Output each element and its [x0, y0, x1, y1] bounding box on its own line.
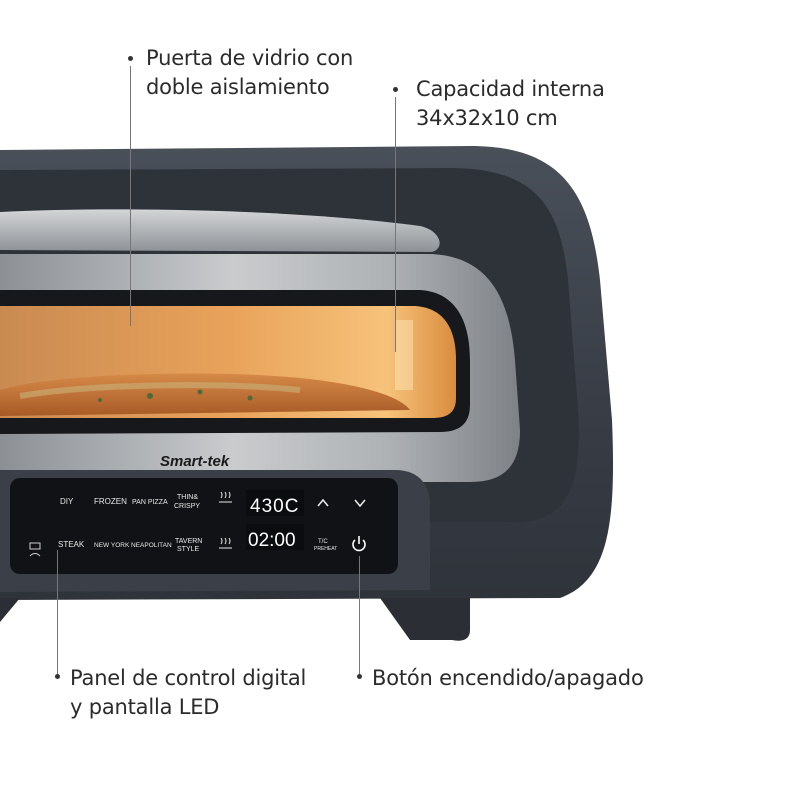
- program-neapolitan[interactable]: NEAPOLITAN: [131, 542, 172, 549]
- pizza: [0, 373, 410, 416]
- brand-logo: Smart-tek: [160, 453, 230, 470]
- light-icon[interactable]: [29, 542, 41, 557]
- preheat-label-top[interactable]: T/C: [318, 539, 328, 545]
- oven-leg-right: [380, 598, 470, 641]
- control-panel: [10, 478, 398, 574]
- callout-panel-line1: Panel de control digital: [70, 666, 307, 690]
- time-display: 02:00: [248, 530, 296, 551]
- heat-waves-icon[interactable]: [219, 537, 232, 549]
- callout-power-line1: Botón encendido/apagado: [372, 666, 644, 690]
- time-display-bg: [246, 524, 304, 550]
- program-tavern-style-1[interactable]: TAVERN: [175, 538, 202, 545]
- callout-capacity-line1: Capacidad interna: [416, 77, 605, 101]
- program-pan-pizza[interactable]: PAN PIZZA: [132, 499, 168, 506]
- temperature-display: 430C: [250, 496, 299, 517]
- power-icon[interactable]: [352, 536, 366, 552]
- callout-dot-door: [128, 56, 133, 61]
- program-diy[interactable]: DIY: [60, 497, 74, 506]
- temperature-display-bg: [246, 490, 304, 516]
- oven-leg-left: [0, 598, 20, 622]
- callout-door-line2: doble aislamiento: [146, 75, 330, 99]
- callout-power: Botón encendido/apagado: [372, 664, 644, 693]
- callout-line-panel: [57, 550, 58, 674]
- callout-dot-power: [357, 674, 362, 679]
- program-thin-crispy-2[interactable]: CRISPY: [174, 503, 200, 510]
- callout-line-door: [130, 66, 131, 326]
- heat-waves-icon[interactable]: [219, 491, 232, 503]
- program-tavern-style-2[interactable]: STYLE: [177, 546, 200, 553]
- chevron-up-icon[interactable]: [317, 498, 329, 507]
- callout-door-line1: Puerta de vidrio con: [146, 46, 354, 70]
- callout-line-power: [359, 556, 360, 674]
- callout-line-capacity: [395, 97, 396, 352]
- callout-capacity-line2: 34x32x10 cm: [416, 106, 558, 130]
- callout-panel: Panel de control digital y pantalla LED: [70, 664, 306, 722]
- program-steak[interactable]: STEAK: [58, 540, 85, 549]
- preheat-label-bottom[interactable]: PREHEAT: [314, 546, 337, 552]
- program-thin-crispy-1[interactable]: THIN&: [177, 494, 198, 501]
- callout-panel-line2: y pantalla LED: [70, 695, 220, 719]
- callout-door: Puerta de vidrio con doble aislamiento: [146, 44, 353, 102]
- chevron-down-icon[interactable]: [354, 499, 366, 508]
- callout-dot-panel: [55, 674, 60, 679]
- program-frozen[interactable]: FROZEN: [94, 497, 127, 506]
- callout-dot-capacity: [393, 87, 398, 92]
- program-new-york[interactable]: NEW YORK: [94, 542, 130, 549]
- top-steel-band: [0, 209, 440, 252]
- callout-capacity: Capacidad interna 34x32x10 cm: [416, 75, 605, 133]
